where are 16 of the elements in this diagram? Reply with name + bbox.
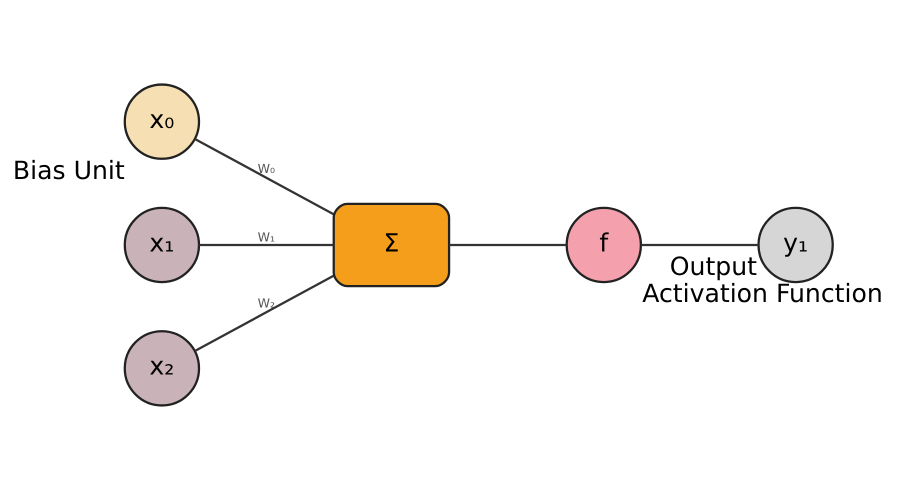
node-circle: x₂ xyxy=(124,330,200,406)
edge-label: W₂ xyxy=(258,295,276,310)
connector xyxy=(194,138,334,215)
connector xyxy=(194,274,334,352)
node-circle: y₁ xyxy=(757,206,834,283)
node-label: Bias Unit xyxy=(12,155,125,184)
node-circle: x₁ xyxy=(124,206,200,283)
node-circle: f xyxy=(566,206,642,283)
node-circle: x₀ xyxy=(124,82,200,160)
edge-label: W₀ xyxy=(258,160,276,176)
node-label: Output xyxy=(670,251,758,280)
node-box: Σ xyxy=(332,202,450,287)
edge-label: W₁ xyxy=(258,228,276,244)
connector xyxy=(199,243,334,246)
connector xyxy=(641,243,758,246)
connector xyxy=(449,243,567,246)
